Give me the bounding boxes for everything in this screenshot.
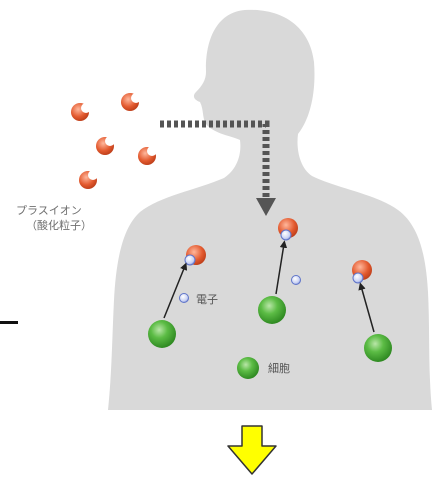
plus-ion-icon — [79, 170, 98, 189]
edge-marker — [0, 321, 18, 324]
electron-transfer-arrow — [163, 262, 188, 319]
plus-ion-group-air — [71, 93, 157, 189]
plus-ion-icon — [121, 93, 141, 111]
down-arrow-icon — [227, 425, 277, 475]
inhalation-arrow — [160, 120, 276, 216]
cell-icon — [148, 320, 176, 348]
ion-with-electron — [184, 245, 206, 266]
plus-ion-label: プラスイオン — [16, 204, 82, 217]
cell-label: 細胞 — [268, 362, 290, 375]
electron-transfer-arrow — [275, 240, 288, 295]
ion-with-electron — [278, 218, 298, 241]
cell-legend-icon — [237, 357, 259, 379]
electron-icon — [291, 275, 301, 285]
cell-icon — [364, 334, 392, 362]
cell-icon — [258, 296, 286, 324]
plus-ion-icon — [96, 136, 115, 155]
ion-with-electron — [352, 260, 372, 284]
electron-label: 電子 — [196, 293, 218, 306]
plus-ion-sub-label: （酸化粒子） — [26, 219, 92, 232]
electron-transfer-arrow — [358, 282, 375, 333]
electron-icon — [179, 293, 189, 303]
human-silhouette — [108, 9, 432, 410]
plus-ion-icon — [71, 103, 91, 121]
plus-ion-icon — [138, 146, 157, 165]
